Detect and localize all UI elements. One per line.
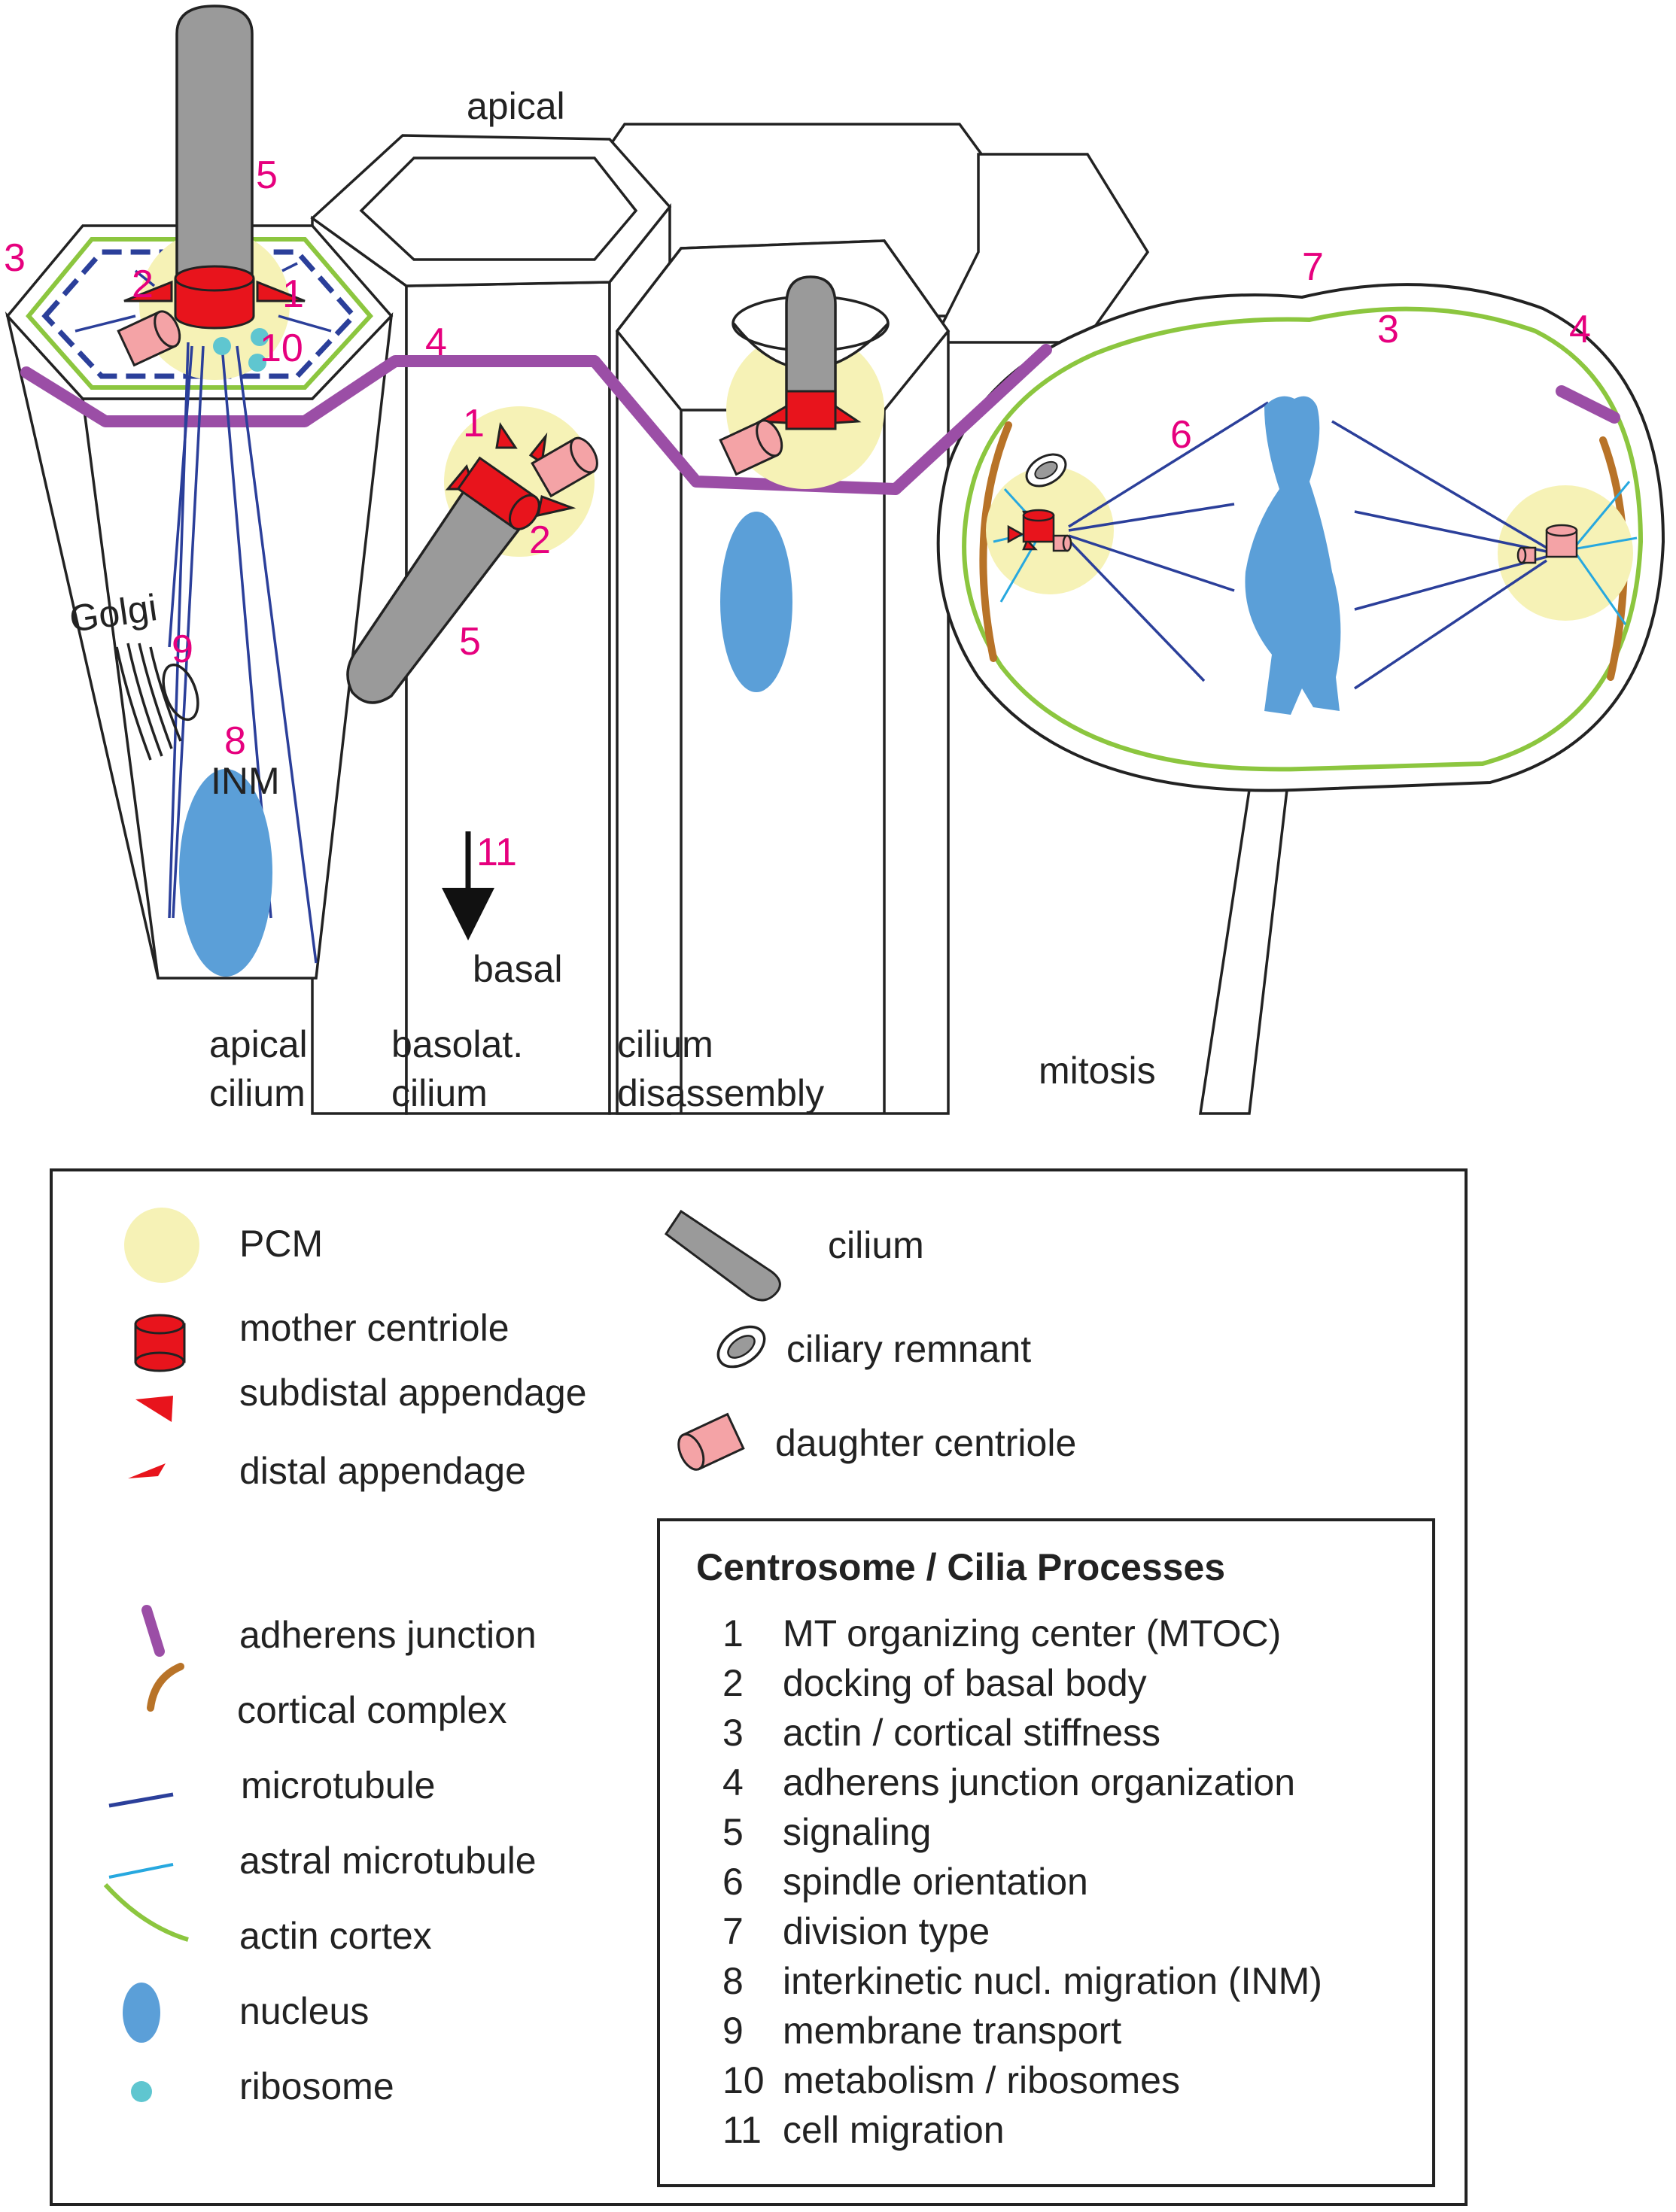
num-5-baso: 5 <box>459 620 481 664</box>
num-8: 8 <box>224 719 246 763</box>
nucleus-disassembly <box>720 512 792 692</box>
num-5-apical: 5 <box>256 153 278 197</box>
legend-label-ribosome: ribosome <box>239 2065 394 2107</box>
process-text-5: signaling <box>783 1811 931 1853</box>
process-num-11: 11 <box>722 2109 762 2151</box>
apical-cilium-shaft <box>175 5 254 291</box>
mitosis-contents <box>986 396 1638 715</box>
num-11: 11 <box>476 831 517 874</box>
num-1-apical: 1 <box>282 272 304 316</box>
legend-label-subdistal-appendage: subdistal appendage <box>239 1372 587 1414</box>
processes-box <box>657 1518 1435 2187</box>
process-text-7: division type <box>783 1910 990 1952</box>
legend-label-actin-cortex: actin cortex <box>239 1915 432 1957</box>
num-2-baso: 2 <box>529 518 551 562</box>
adherens-junction-segment <box>1556 385 1620 424</box>
process-text-9: membrane transport <box>783 2010 1121 2052</box>
cilium-disassembly-contents <box>719 275 890 692</box>
label-apical: apical <box>467 85 565 127</box>
disassembling-cilium-shaft <box>785 275 837 408</box>
process-num-4: 4 <box>722 1761 744 1803</box>
process-text-8: interkinetic nucl. migration (INM) <box>783 1960 1322 2002</box>
process-text-3: actin / cortical stiffness <box>783 1712 1160 1754</box>
legend-label-mother-centriole: mother centriole <box>239 1307 509 1349</box>
num-6: 6 <box>1170 413 1192 457</box>
nucleus-icon <box>123 1983 160 2043</box>
processes-list: 1 MT organizing center (MTOC) 2 docking … <box>722 1612 1322 2151</box>
process-text-1: MT organizing center (MTOC) <box>783 1612 1281 1654</box>
process-text-10: metabolism / ribosomes <box>783 2059 1180 2101</box>
caption-basolat-cilium-2: cilium <box>391 1072 488 1114</box>
num-1-baso: 1 <box>463 402 485 445</box>
basolateral-cilium-contents <box>346 406 598 940</box>
basolateral-cilium-shaft <box>346 479 529 704</box>
legend: PCM mother centriole subdistal appendage… <box>50 1168 1468 2206</box>
legend-label-daughter-centriole: daughter centriole <box>775 1422 1076 1464</box>
subdistal-appendage-icon <box>135 1396 173 1422</box>
process-num-8: 8 <box>722 1960 744 2002</box>
distal-appendage-icon <box>128 1463 166 1478</box>
caption-mitosis: mitosis <box>1039 1050 1156 1092</box>
process-num-2: 2 <box>722 1662 744 1704</box>
process-num-1: 1 <box>722 1612 744 1654</box>
legend-label-cilium: cilium <box>828 1224 924 1266</box>
num-4-belt: 4 <box>425 321 447 364</box>
num-2-apical: 2 <box>132 263 154 306</box>
caption-apical-cilium-2: cilium <box>209 1072 306 1114</box>
num-3-apical: 3 <box>4 236 26 280</box>
legend-label-distal-appendage: distal appendage <box>239 1450 526 1492</box>
legend-label-nucleus: nucleus <box>239 1990 369 2032</box>
process-text-2: docking of basal body <box>783 1662 1147 1704</box>
ciliary-remnant-icon <box>716 1325 766 1369</box>
ciliary-remnant-mitosis <box>1025 453 1067 488</box>
label-inm: INM <box>211 760 280 802</box>
cortical-complex-icon <box>147 1663 184 1712</box>
num-9: 9 <box>172 627 193 671</box>
adherens-junction-icon <box>141 1605 165 1657</box>
process-text-6: spindle orientation <box>783 1861 1088 1903</box>
process-num-7: 7 <box>722 1910 744 1952</box>
caption-apical-cilium-1: apical <box>209 1023 308 1065</box>
cell-captions: apical cilium basolat. cilium cilium dis… <box>209 1023 1156 1114</box>
process-num-9: 9 <box>722 2010 744 2052</box>
legend-label-pcm: PCM <box>239 1223 323 1265</box>
process-num-3: 3 <box>722 1712 744 1754</box>
num-7: 7 <box>1302 245 1324 289</box>
actin-cortex-icon <box>103 1882 189 1942</box>
num-4-mitosis: 4 <box>1569 308 1591 351</box>
caption-basolat-cilium-1: basolat. <box>391 1023 523 1065</box>
caption-disassembly-2: disassembly <box>617 1072 824 1114</box>
legend-label-astral-microtubule: astral microtubule <box>239 1840 537 1882</box>
process-text-4: adherens junction organization <box>783 1761 1295 1803</box>
process-text-11: cell migration <box>783 2109 1005 2151</box>
nucleus-apical <box>179 769 272 977</box>
num-3-mitosis: 3 <box>1377 308 1399 351</box>
processes-title: Centrosome / Cilia Processes <box>696 1546 1225 1588</box>
process-num-5: 5 <box>722 1811 744 1853</box>
adherens-junction-belt <box>20 344 1052 495</box>
ribosome-icon <box>131 2081 152 2102</box>
legend-label-adherens-junction: adherens junction <box>239 1614 537 1656</box>
microtubule-icon <box>108 1792 174 1808</box>
caption-disassembly-1: cilium <box>617 1023 713 1065</box>
cilium-icon <box>664 1209 781 1302</box>
process-num-10: 10 <box>722 2059 765 2101</box>
legend-label-cortical-complex: cortical complex <box>237 1689 506 1731</box>
golgi-apparatus <box>115 643 199 761</box>
legend-label-microtubule: microtubule <box>241 1764 435 1806</box>
apical-cilium-contents <box>75 5 332 977</box>
label-basal: basal <box>473 948 563 990</box>
mother-centriole-icon <box>134 1314 186 1372</box>
process-num-6: 6 <box>722 1861 744 1903</box>
chromosomes <box>1245 396 1341 715</box>
legend-label-ciliary-remnant: ciliary remnant <box>786 1328 1031 1370</box>
astral-microtubule-icon <box>108 1863 174 1879</box>
pcm-icon <box>124 1208 199 1283</box>
daughter-centriole-icon <box>677 1412 745 1471</box>
num-10: 10 <box>260 327 303 370</box>
